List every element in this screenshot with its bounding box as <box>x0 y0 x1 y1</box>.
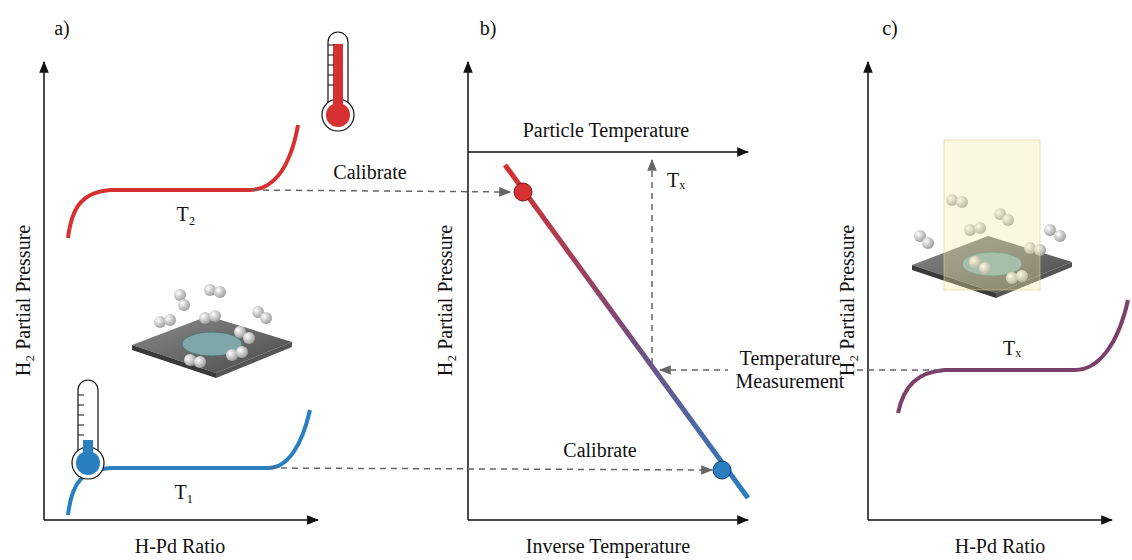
thermometer-cold <box>72 380 104 479</box>
axis-title: H₂ Partial Pressure <box>836 224 859 375</box>
isotherm-cold <box>68 410 310 515</box>
axis-title: Particle Temperature <box>523 119 689 142</box>
axis-title: H-Pd Ratio <box>135 535 226 558</box>
temperature-label: T₁ <box>174 481 193 504</box>
arrow-label: Calibrate <box>563 439 636 462</box>
arrow-label: Temperature Measurement <box>728 347 852 393</box>
dashed-arrows <box>252 160 940 470</box>
thermometer-hot <box>322 32 354 131</box>
panel-letter: c) <box>882 17 898 40</box>
calibration-point-cold <box>713 461 731 479</box>
arrow-label: Calibrate <box>333 161 406 184</box>
isotherm-unknown <box>898 300 1128 413</box>
axis-title: H₂ Partial Pressure <box>13 224 36 375</box>
pd-sample-enclosed <box>912 140 1072 298</box>
axis-title: H₂ Partial Pressure <box>434 224 457 375</box>
temperature-label: Tₓ <box>667 169 685 192</box>
calibration-point-hot <box>514 183 532 201</box>
calibration-line <box>505 165 748 498</box>
isotherm-hot <box>68 125 298 238</box>
pd-sample-open <box>132 284 292 378</box>
temperature-label: T₂ <box>176 203 195 226</box>
panel-letter: b) <box>480 17 497 40</box>
temperature-label: Tₓ <box>1003 337 1021 360</box>
axis-title: Inverse Temperature <box>526 535 690 558</box>
axis-title: H-Pd Ratio <box>955 535 1046 558</box>
axes <box>44 62 1112 520</box>
panel-letter: a) <box>54 17 70 40</box>
